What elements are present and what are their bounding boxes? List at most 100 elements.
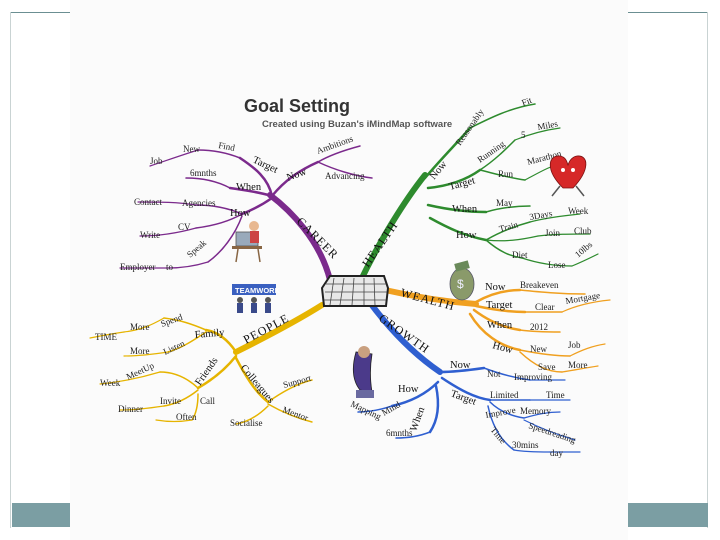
wealth-mortgage: Mortgage	[565, 290, 601, 306]
person-at-computer-icon	[232, 221, 262, 263]
wealth-label: WEALTH	[399, 285, 456, 313]
frame-top-left-line	[10, 12, 70, 13]
health-target: Target	[448, 175, 477, 192]
growth-not: Not	[487, 369, 501, 379]
growth-how: How	[398, 384, 419, 395]
career-six-months: 6mnths	[190, 168, 217, 178]
health-week: Week	[568, 206, 589, 216]
career-advancing: Advancing	[325, 171, 365, 181]
growth-branch	[357, 297, 581, 453]
wealth-job: Job	[568, 340, 581, 350]
wealth-more: More	[568, 360, 588, 370]
growth-limited: Limited	[490, 390, 519, 400]
people-meetup: MeetUp	[125, 360, 156, 382]
health-miles: Miles	[537, 118, 559, 131]
growth-mapping: Mapping	[349, 399, 383, 422]
growth-labels: GROWTH Now Not Improving Target Limited …	[349, 311, 577, 458]
health-three-days: 3Days	[529, 208, 554, 222]
health-label: HEALTH	[359, 218, 401, 269]
career-labels: CAREER Now Ambitions Advancing Target Fi…	[120, 133, 365, 272]
wealth-now: Now	[485, 282, 506, 293]
career-to: to	[166, 262, 174, 272]
people-mentor: Mentor	[281, 404, 309, 422]
health-branch	[357, 103, 599, 285]
health-five: 5	[521, 130, 526, 140]
wealth-target: Target	[486, 300, 513, 311]
health-how: How	[456, 230, 477, 241]
slide-frame	[10, 12, 708, 528]
people-often: Often	[176, 412, 197, 422]
health-diet: Diet	[512, 250, 528, 260]
heart-runner-icon	[549, 155, 587, 197]
growth-improve: Improve	[485, 405, 517, 420]
people-family: Family	[194, 327, 225, 341]
health-fit: Fit	[520, 95, 533, 108]
health-may: May	[496, 198, 513, 208]
growth-thirty-mins: 30mins	[512, 440, 539, 450]
growth-day: day	[550, 448, 563, 458]
career-now: Now	[285, 166, 308, 183]
teamwork-icon: TEAMWORK	[232, 284, 281, 313]
career-write: Write	[140, 230, 160, 240]
footer-band-left	[12, 503, 70, 527]
growth-label: GROWTH	[376, 311, 432, 356]
people-support: Support	[282, 373, 313, 390]
footer-band-right	[628, 503, 708, 527]
health-lose: Lose	[548, 260, 566, 270]
mindmap-image-panel	[70, 0, 628, 540]
growth-improving: Improving	[514, 372, 552, 382]
career-target: Target	[251, 155, 280, 176]
career-find: Find	[218, 140, 236, 153]
map-subtitle: Created using Buzan's iMindMap software	[262, 119, 452, 130]
career-speak: Speak	[185, 237, 209, 259]
teamwork-sign-text: TEAMWORK	[235, 286, 281, 295]
health-now: Now	[428, 159, 450, 182]
growth-six-months: 6mnths	[386, 428, 413, 438]
people-call: Call	[200, 396, 215, 406]
career-how: How	[230, 208, 251, 219]
health-run: Run	[498, 169, 514, 179]
frame-top-right-line	[628, 12, 708, 13]
wealth-new: New	[530, 344, 547, 354]
growth-now: Now	[450, 360, 471, 371]
growth-target: Target	[449, 388, 478, 407]
wealth-clear: Clear	[535, 302, 555, 312]
wealth-branch	[382, 287, 611, 373]
health-club: Club	[574, 226, 592, 236]
people-dinner: Dinner	[118, 404, 143, 414]
people-spend: Spend	[159, 312, 184, 329]
map-title: Goal Setting	[244, 96, 350, 116]
career-contact: Contact	[134, 197, 162, 207]
career-agencies: Agencies	[182, 198, 216, 208]
people-invite: Invite	[160, 396, 181, 406]
health-reasonably: Reasonably	[453, 107, 486, 148]
career-when: When	[236, 182, 262, 193]
goal-net-icon	[320, 275, 390, 307]
people-week: Week	[100, 378, 121, 388]
growth-mind: Mind	[380, 399, 402, 418]
wealth-year: 2012	[530, 322, 548, 332]
career-cv: CV	[178, 222, 191, 232]
health-join: Join	[545, 228, 561, 238]
money-bag-icon: $	[449, 260, 475, 301]
people-listen: Listen	[162, 338, 187, 357]
wealth-how: How	[491, 340, 514, 356]
career-ambitions: Ambitions	[315, 133, 355, 156]
career-new: New	[183, 144, 200, 154]
people-more: More	[130, 322, 150, 332]
wealth-breakeven: Breakeven	[520, 280, 559, 290]
people-time: TIME	[95, 332, 117, 342]
people-branch	[89, 302, 325, 425]
people-more2: More	[130, 346, 150, 356]
growth-time: Time	[546, 390, 565, 400]
people-colleagues: Colleagues	[238, 363, 276, 406]
health-train: Train	[498, 219, 520, 234]
wealth-save: Save	[538, 362, 556, 372]
growing-arm-icon	[352, 346, 374, 398]
wealth-when: When	[487, 320, 513, 331]
career-job: Job	[150, 156, 163, 166]
health-when: When	[452, 204, 478, 215]
career-branch	[119, 145, 373, 283]
growth-memory: Memory	[520, 406, 551, 416]
